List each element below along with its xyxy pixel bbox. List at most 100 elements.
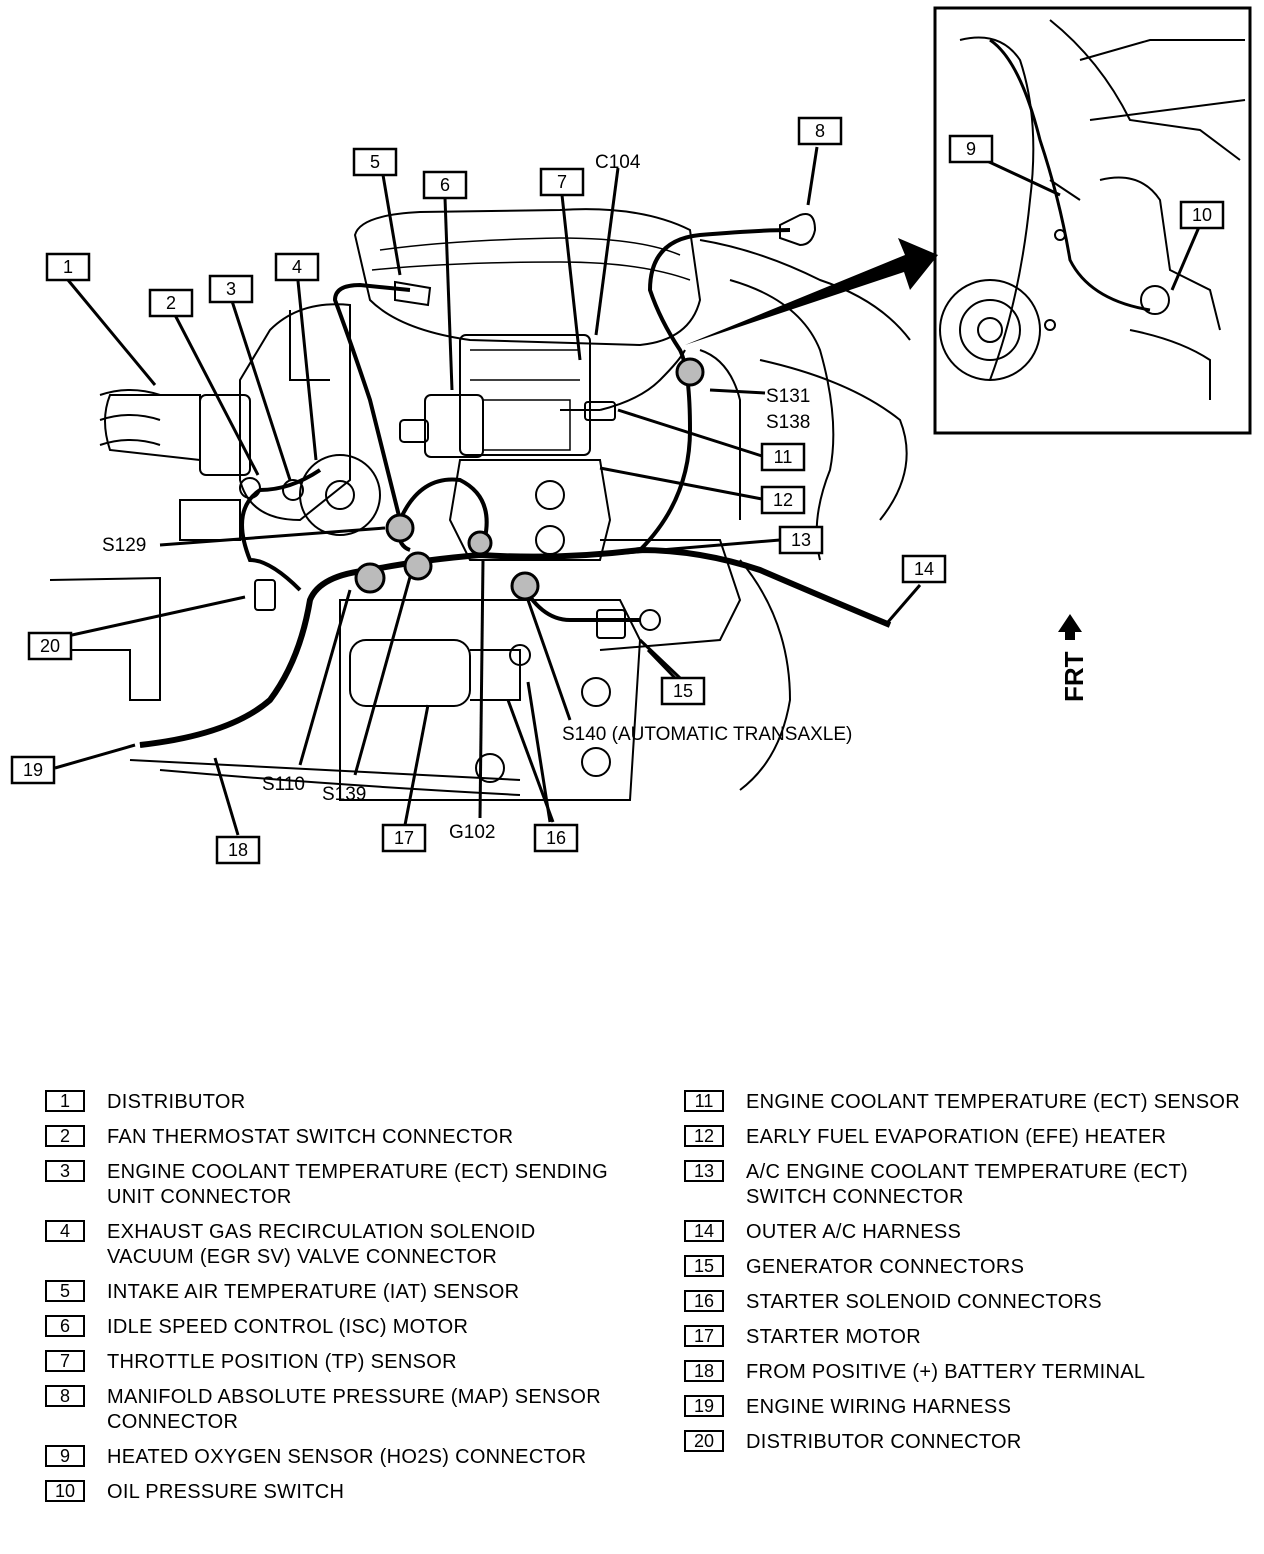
callout-4: 4 <box>274 252 320 282</box>
legend-text: ENGINE COOLANT TEMPERATURE (ECT) SENSOR <box>746 1091 1240 1113</box>
svg-text:9: 9 <box>966 139 976 159</box>
svg-text:1: 1 <box>63 257 73 277</box>
legend-item-6: 6 IDLE SPEED CONTROL (ISC) MOTOR <box>45 1315 625 1340</box>
legend-number-box: 14 <box>684 1220 724 1242</box>
legend-right: 11 ENGINE COOLANT TEMPERATURE (ECT) SENSO… <box>684 1090 1244 1465</box>
legend-number-box: 3 <box>45 1160 85 1182</box>
callout-3: 3 <box>208 274 254 304</box>
front-label: FRT <box>1059 651 1089 702</box>
legend-number-box: 8 <box>45 1385 85 1407</box>
callout-8: 8 <box>797 116 843 146</box>
legend-text: EARLY FUEL EVAPORATION (EFE) HEATER <box>746 1126 1167 1148</box>
callout-17: 17 <box>381 823 427 853</box>
legend-number-box: 11 <box>684 1090 724 1112</box>
legend-text: ENGINE WIRING HARNESS <box>746 1396 1012 1418</box>
legend-number-box: 13 <box>684 1160 724 1182</box>
legend-item-20: 20 DISTRIBUTOR CONNECTOR <box>684 1430 1244 1455</box>
legend-number-box: 18 <box>684 1360 724 1382</box>
callout-16: 16 <box>533 823 579 853</box>
callout-1: 1 <box>45 252 91 282</box>
legend-text: DISTRIBUTOR CONNECTOR <box>746 1431 1022 1453</box>
svg-text:15: 15 <box>673 681 693 701</box>
legend-number-box: 6 <box>45 1315 85 1337</box>
callout-9: 9 <box>948 134 994 164</box>
label-g102: G102 <box>449 822 495 843</box>
legend-text: A/C ENGINE COOLANT TEMPERATURE (ECT) SWI… <box>746 1161 1188 1208</box>
legend-number-box: 4 <box>45 1220 85 1242</box>
callout-2: 2 <box>148 288 194 318</box>
label-s129: S129 <box>102 535 146 556</box>
legend-number-box: 5 <box>45 1280 85 1302</box>
svg-text:4: 4 <box>292 257 302 277</box>
svg-text:5: 5 <box>370 152 380 172</box>
inset-pointer-arrow <box>685 238 938 345</box>
svg-text:19: 19 <box>23 760 43 780</box>
label-s110: S110 <box>262 774 305 795</box>
legend-text: IDLE SPEED CONTROL (ISC) MOTOR <box>107 1316 469 1338</box>
callout-5: 5 <box>352 147 398 177</box>
legend-item-9: 9 HEATED OXYGEN SENSOR (HO2S) CONNECTOR <box>45 1445 625 1470</box>
legend-text: OIL PRESSURE SWITCH <box>107 1481 345 1503</box>
svg-text:14: 14 <box>914 559 934 579</box>
callout-18: 18 <box>215 835 261 865</box>
legend-text: FAN THERMOSTAT SWITCH CONNECTOR <box>107 1126 514 1148</box>
legend-item-11: 11 ENGINE COOLANT TEMPERATURE (ECT) SENSO… <box>684 1090 1244 1115</box>
label-s139: S139 <box>322 784 366 805</box>
legend-text: THROTTLE POSITION (TP) SENSOR <box>107 1351 457 1373</box>
svg-text:8: 8 <box>815 121 825 141</box>
legend-number-box: 16 <box>684 1290 724 1312</box>
callout-13: 13 <box>778 525 824 555</box>
legend-item-15: 15 GENERATOR CONNECTORS <box>684 1255 1244 1280</box>
legend-item-8: 8 MANIFOLD ABSOLUTE PRESSURE (MAP) SENSOR… <box>45 1385 625 1435</box>
legend-number-box: 20 <box>684 1430 724 1452</box>
callout-12: 12 <box>760 485 806 515</box>
legend-text: FROM POSITIVE (+) BATTERY TERMINAL <box>746 1361 1146 1383</box>
legend-text: GENERATOR CONNECTORS <box>746 1256 1025 1278</box>
legend-text: HEATED OXYGEN SENSOR (HO2S) CONNECTOR <box>107 1446 587 1468</box>
label-s138: S138 <box>766 412 810 433</box>
legend-number-box: 9 <box>45 1445 85 1467</box>
svg-text:6: 6 <box>440 175 450 195</box>
legend-number-box: 1 <box>45 1090 85 1112</box>
wiring-harness <box>139 213 892 748</box>
svg-text:13: 13 <box>791 530 811 550</box>
svg-text:11: 11 <box>774 447 793 467</box>
legend-number-box: 17 <box>684 1325 724 1347</box>
legend-text: INTAKE AIR TEMPERATURE (IAT) SENSOR <box>107 1281 520 1303</box>
callout-19: 19 <box>10 755 56 785</box>
callout-11: 11 <box>760 442 806 472</box>
legend-number-box: 7 <box>45 1350 85 1372</box>
svg-text:3: 3 <box>226 279 236 299</box>
legend-number-box: 15 <box>684 1255 724 1277</box>
legend-item-13: 13 A/C ENGINE COOLANT TEMPERATURE (ECT) S… <box>684 1160 1244 1210</box>
svg-text:10: 10 <box>1192 205 1212 225</box>
svg-text:2: 2 <box>166 293 176 313</box>
label-s131: S131 <box>766 386 810 407</box>
svg-text:16: 16 <box>546 828 566 848</box>
legend-text: ENGINE COOLANT TEMPERATURE (ECT) SENDING… <box>107 1161 608 1208</box>
engine-wiring-diagram: 1 2 3 4 5 6 7 8 9 10 11 12 13 14 15 16 1… <box>10 6 1252 865</box>
legend-item-7: 7 THROTTLE POSITION (TP) SENSOR <box>45 1350 625 1375</box>
svg-text:12: 12 <box>773 490 793 510</box>
svg-text:17: 17 <box>394 828 414 848</box>
legend-item-3: 3 ENGINE COOLANT TEMPERATURE (ECT) SENDIN… <box>45 1160 625 1210</box>
callout-14: 14 <box>901 554 947 584</box>
svg-text:20: 20 <box>40 636 60 656</box>
legend-number-box: 10 <box>45 1480 85 1502</box>
legend-number-box: 19 <box>684 1395 724 1417</box>
label-s140: S140 (AUTOMATIC TRANSAXLE) <box>562 724 852 745</box>
legend-text: MANIFOLD ABSOLUTE PRESSURE (MAP) SENSOR … <box>107 1386 602 1433</box>
legend-item-18: 18 FROM POSITIVE (+) BATTERY TERMINAL <box>684 1360 1244 1385</box>
label-c104: C104 <box>595 152 641 173</box>
callout-6: 6 <box>422 170 468 200</box>
svg-text:18: 18 <box>228 840 248 860</box>
leader-lines <box>54 146 1201 836</box>
